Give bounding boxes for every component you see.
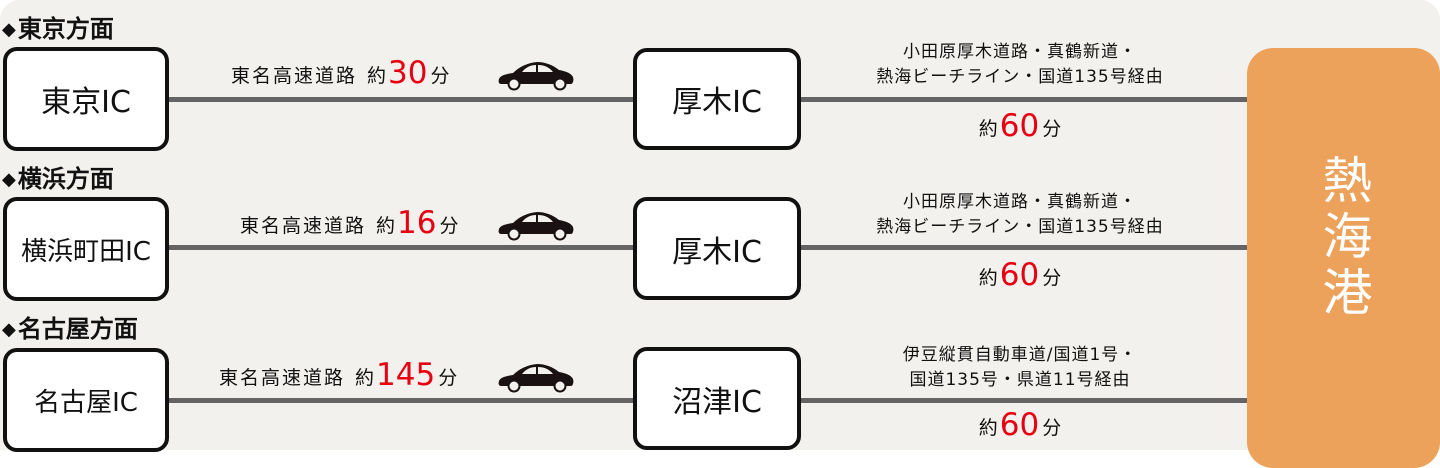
route-heading: ◆横浜方面 xyxy=(2,164,114,197)
start-ic-box: 横浜町田IC xyxy=(3,197,169,301)
mid-ic-box: 厚木IC xyxy=(633,197,801,300)
route-heading-text: 名古屋方面 xyxy=(17,315,138,343)
minutes-unit: 分 xyxy=(439,215,459,237)
approx-label: 約 xyxy=(355,367,375,389)
mid-ic-box: 沼津IC xyxy=(633,347,801,450)
car-icon xyxy=(498,364,574,393)
via-line-2: 熱海ビーチライン・国道135号経由 xyxy=(876,217,1164,237)
start-ic-box: 名古屋IC xyxy=(3,348,169,452)
minutes-unit: 分 xyxy=(1042,267,1062,289)
expressway-segment: 東名高速道路 約 30 分 xyxy=(231,55,450,91)
car-icon xyxy=(498,212,574,241)
minutes-unit: 分 xyxy=(1042,417,1062,439)
approx-label: 約 xyxy=(978,267,998,289)
road-name: 東名高速道路 xyxy=(231,65,358,87)
route-heading-text: 東京方面 xyxy=(17,15,114,43)
travel-minutes: 60 xyxy=(999,407,1040,443)
mid-ic-label: 厚木IC xyxy=(672,234,762,270)
via-line-1: 伊豆縦貫自動車道/国道1号・ xyxy=(902,345,1138,365)
diamond-bullet-icon: ◆ xyxy=(2,19,16,40)
local-road-time: 約 60 分 xyxy=(810,407,1230,443)
road-name: 東名高速道路 xyxy=(219,367,346,389)
travel-minutes: 30 xyxy=(388,55,428,91)
travel-minutes: 16 xyxy=(397,205,437,241)
destination-label: 熱海港 xyxy=(1314,154,1373,322)
expressway-segment: 東名高速道路 約 145 分 xyxy=(219,357,458,393)
travel-minutes: 145 xyxy=(376,357,436,393)
expressway-segment: 東名高速道路 約 16 分 xyxy=(240,205,459,241)
minutes-unit: 分 xyxy=(430,65,450,87)
local-road-time: 約 60 分 xyxy=(810,257,1230,293)
diamond-bullet-icon: ◆ xyxy=(2,319,16,340)
route-heading-text: 横浜方面 xyxy=(17,165,114,193)
approx-label: 約 xyxy=(978,417,998,439)
via-roads: 小田原厚木道路・真鶴新道・ 熱海ビーチライン・国道135号経由 xyxy=(810,40,1230,90)
mid-ic-box: 厚木IC xyxy=(633,48,801,150)
start-ic-label: 名古屋IC xyxy=(34,387,138,418)
via-line-2: 熱海ビーチライン・国道135号経由 xyxy=(876,67,1164,87)
minutes-unit: 分 xyxy=(438,367,458,389)
approx-label: 約 xyxy=(367,65,387,87)
diamond-bullet-icon: ◆ xyxy=(2,169,16,190)
via-roads: 小田原厚木道路・真鶴新道・ 熱海ビーチライン・国道135号経由 xyxy=(810,190,1230,240)
start-ic-label: 横浜町田IC xyxy=(21,236,151,267)
route-heading: ◆東京方面 xyxy=(2,14,114,47)
approx-label: 約 xyxy=(376,215,396,237)
minutes-unit: 分 xyxy=(1042,118,1062,140)
mid-ic-label: 沼津IC xyxy=(672,384,762,420)
via-line-1: 小田原厚木道路・真鶴新道・ xyxy=(903,192,1137,212)
travel-minutes: 60 xyxy=(999,108,1040,144)
destination-box: 熱海港 xyxy=(1247,48,1440,468)
via-line-2: 国道135号・県道11号経由 xyxy=(909,370,1131,390)
start-ic-label: 東京IC xyxy=(41,85,131,120)
start-ic-box: 東京IC xyxy=(3,47,169,151)
approx-label: 約 xyxy=(978,118,998,140)
car-icon xyxy=(498,62,574,91)
road-name: 東名高速道路 xyxy=(240,215,367,237)
via-roads: 伊豆縦貫自動車道/国道1号・ 国道135号・県道11号経由 xyxy=(810,343,1230,393)
via-line-1: 小田原厚木道路・真鶴新道・ xyxy=(903,42,1137,62)
local-road-time: 約 60 分 xyxy=(810,108,1230,144)
route-heading: ◆名古屋方面 xyxy=(2,314,138,347)
mid-ic-label: 厚木IC xyxy=(672,85,762,120)
travel-minutes: 60 xyxy=(999,257,1040,293)
